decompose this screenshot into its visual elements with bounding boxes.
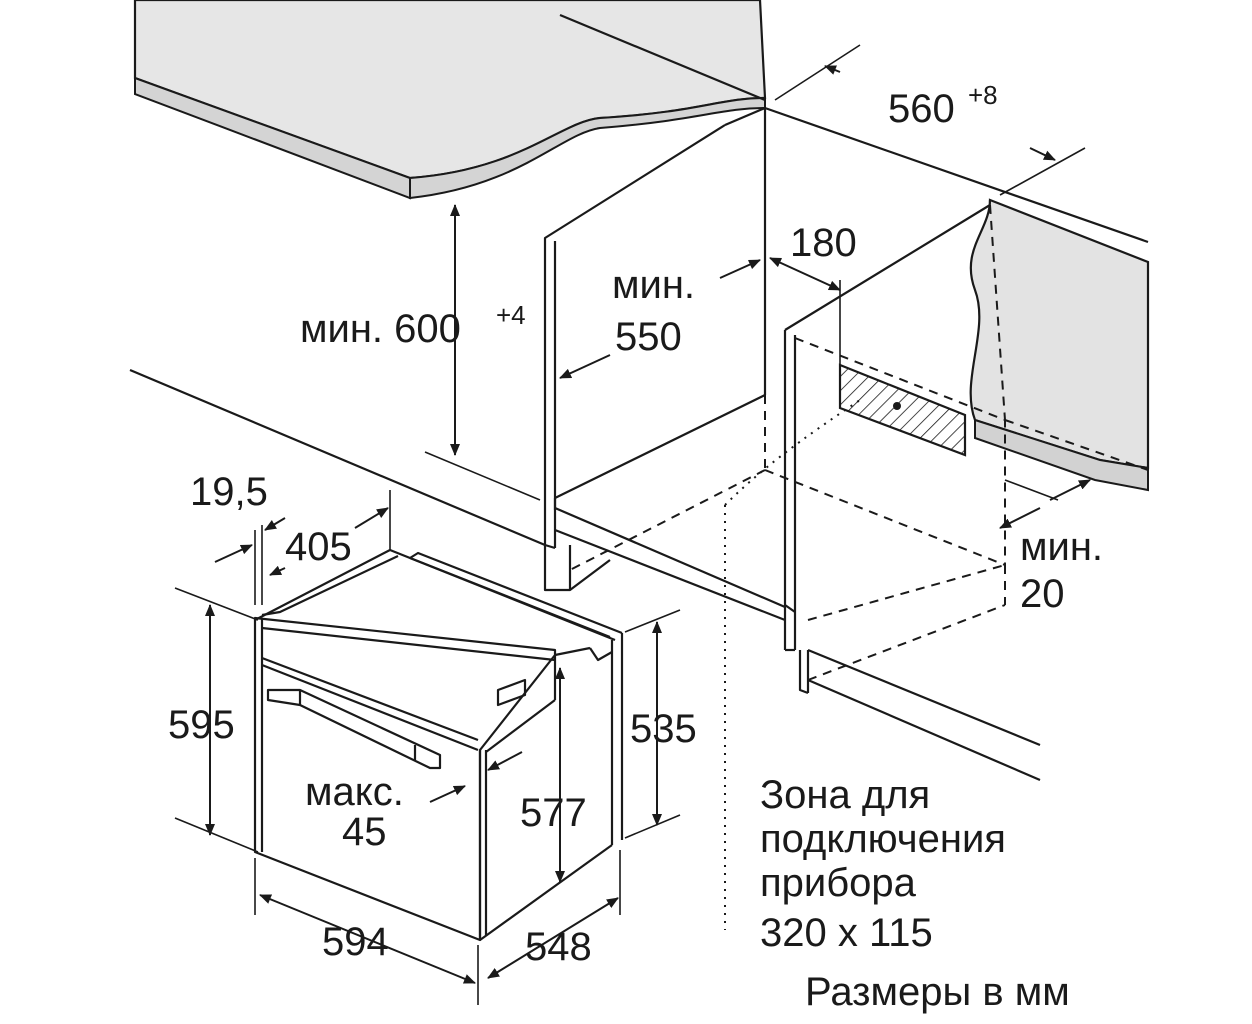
note-zone-4: 320 x 115 [760, 911, 933, 955]
label-min-height: мин. 600 [300, 307, 461, 351]
note-zone-3: прибора [760, 861, 917, 905]
label-vent-gap: 180 [790, 221, 857, 265]
note-units: Размеры в мм [805, 970, 1070, 1014]
label-min-gap-1: мин. [1020, 525, 1103, 569]
note-zone-1: Зона для [760, 773, 930, 817]
label-body-height: 535 [630, 707, 697, 751]
label-min-depth-2: 550 [615, 315, 682, 359]
dimension-labels: 560 +8 мин. 600 +4 мин. 550 180 мин. 20 … [168, 80, 1103, 969]
label-min-gap-2: 20 [1020, 572, 1065, 616]
label-min-height-tol: +4 [496, 300, 526, 330]
cabinet-niche [129, 13, 1150, 782]
label-panel-thickness: 19,5 [190, 470, 268, 514]
label-min-depth-1: мин. [612, 263, 695, 307]
label-max-2: 45 [342, 810, 387, 854]
label-oven-depth: 548 [525, 925, 592, 969]
notes: Зона для подключения прибора 320 x 115 Р… [760, 773, 1070, 1014]
label-oven-height: 595 [168, 703, 235, 747]
label-front-depth: 405 [285, 525, 352, 569]
label-inner-height: 577 [520, 791, 587, 835]
dimension-lines [174, 44, 1091, 1005]
label-width-niche: 560 [888, 87, 955, 131]
oven [253, 548, 624, 942]
connection-zone-hatch-icon [838, 363, 967, 457]
label-width-niche-tol: +8 [968, 80, 998, 110]
oven-handle [266, 688, 442, 770]
countertop [133, 0, 767, 200]
label-max-1: макс. [305, 770, 404, 814]
note-zone-2: подключения [760, 817, 1006, 861]
connection-zone [724, 363, 967, 930]
label-oven-width: 594 [322, 920, 389, 964]
